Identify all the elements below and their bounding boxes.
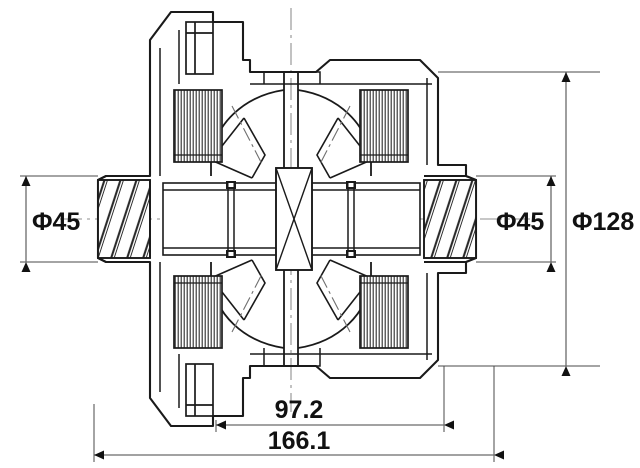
- dimension-label-outer-diameter: Φ128: [572, 208, 634, 236]
- dimension-left-bore: Φ45: [20, 175, 98, 272]
- extension-lines-left: [20, 175, 98, 263]
- case-top-lugs: [263, 71, 321, 84]
- dimension-inner-length: 97.2: [215, 366, 454, 432]
- bearing-block-upper-left: [173, 89, 223, 163]
- extension-lines-right-bore: [476, 175, 556, 263]
- bearing-block-lower-right: [359, 275, 409, 349]
- spider-cross-pin: [275, 167, 313, 271]
- side-gear-shaft-right: [304, 182, 421, 256]
- dimension-outer-diameter: Φ128: [438, 71, 634, 376]
- splined-axle-stub-right: [423, 175, 477, 263]
- side-gear-shaft-left: [162, 182, 279, 256]
- extension-lines-outer: [438, 71, 600, 367]
- case-bottom-lugs: [263, 348, 321, 367]
- dimension-label-left-bore: Φ45: [32, 208, 80, 236]
- bearing-block-lower-left: [173, 275, 223, 349]
- dimension-label-overall-length: 166.1: [268, 427, 331, 455]
- dimension-right-bore: Φ45: [476, 175, 556, 272]
- bevel-pinion-gear-lower-left: [210, 259, 266, 333]
- housing-inner-wall: [159, 30, 432, 408]
- bottom-left-mounting-boss: [185, 363, 214, 417]
- dimension-overall-length: 166.1: [93, 366, 504, 462]
- dimension-label-inner-length: 97.2: [275, 396, 324, 424]
- bearing-block-upper-right: [359, 89, 409, 163]
- retaining-ring-right: [346, 181, 356, 258]
- dimension-label-right-bore: Φ45: [496, 208, 544, 236]
- bevel-pinion-gear-upper-right: [316, 105, 372, 179]
- retaining-ring-left: [226, 181, 236, 258]
- splined-axle-stub-left: [97, 175, 151, 263]
- top-left-mounting-boss: [185, 21, 214, 75]
